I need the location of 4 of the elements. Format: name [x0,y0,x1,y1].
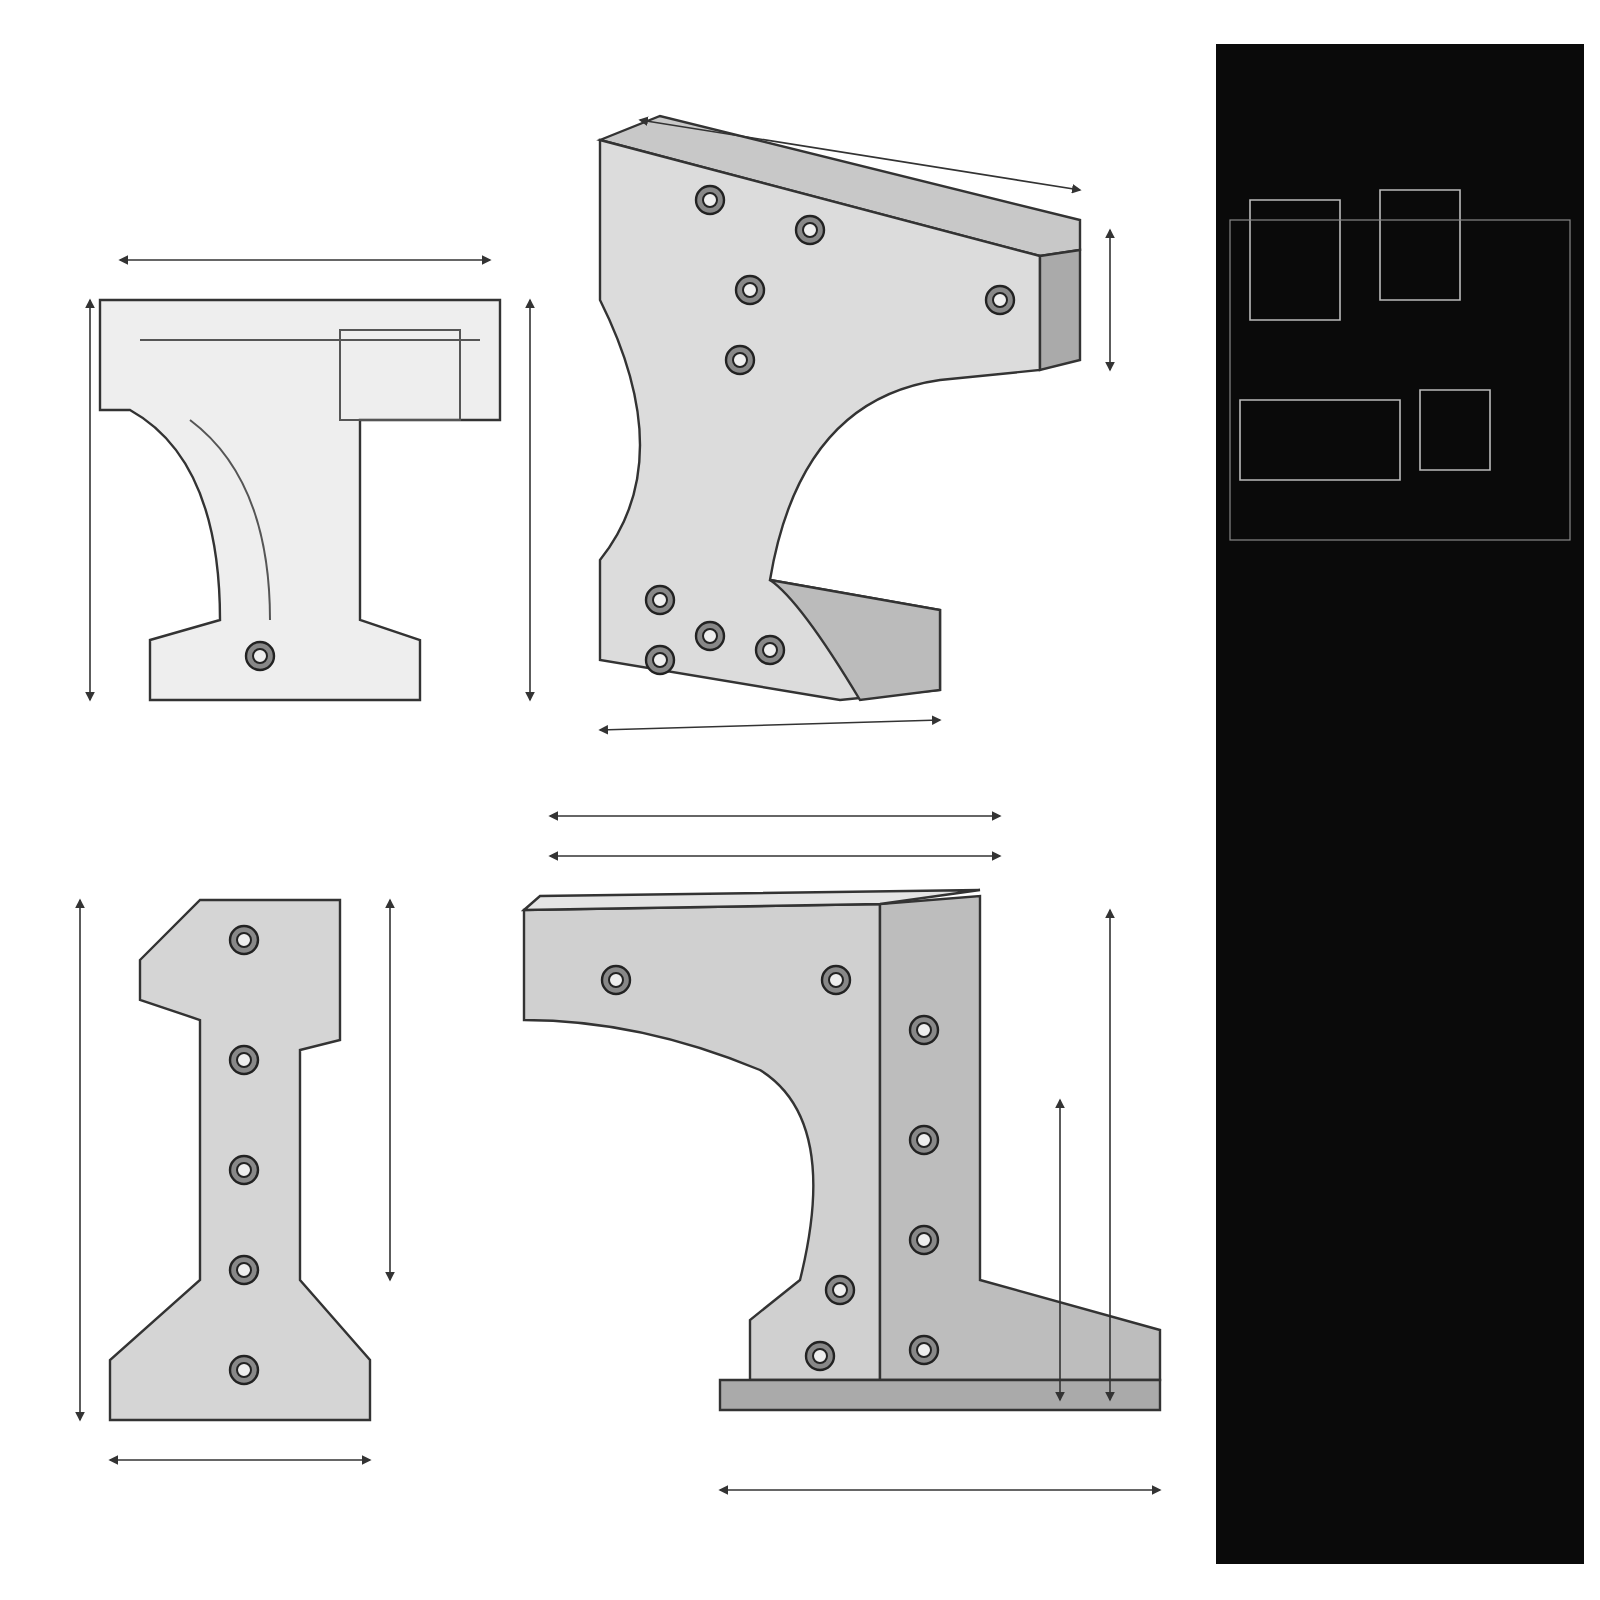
bracket-side-view-drawing [98,298,502,702]
bracket-isometric-drawing [596,114,1082,702]
bracket-front-view-drawing [108,898,372,1422]
bracket-perspective-drawing [520,888,1162,1412]
